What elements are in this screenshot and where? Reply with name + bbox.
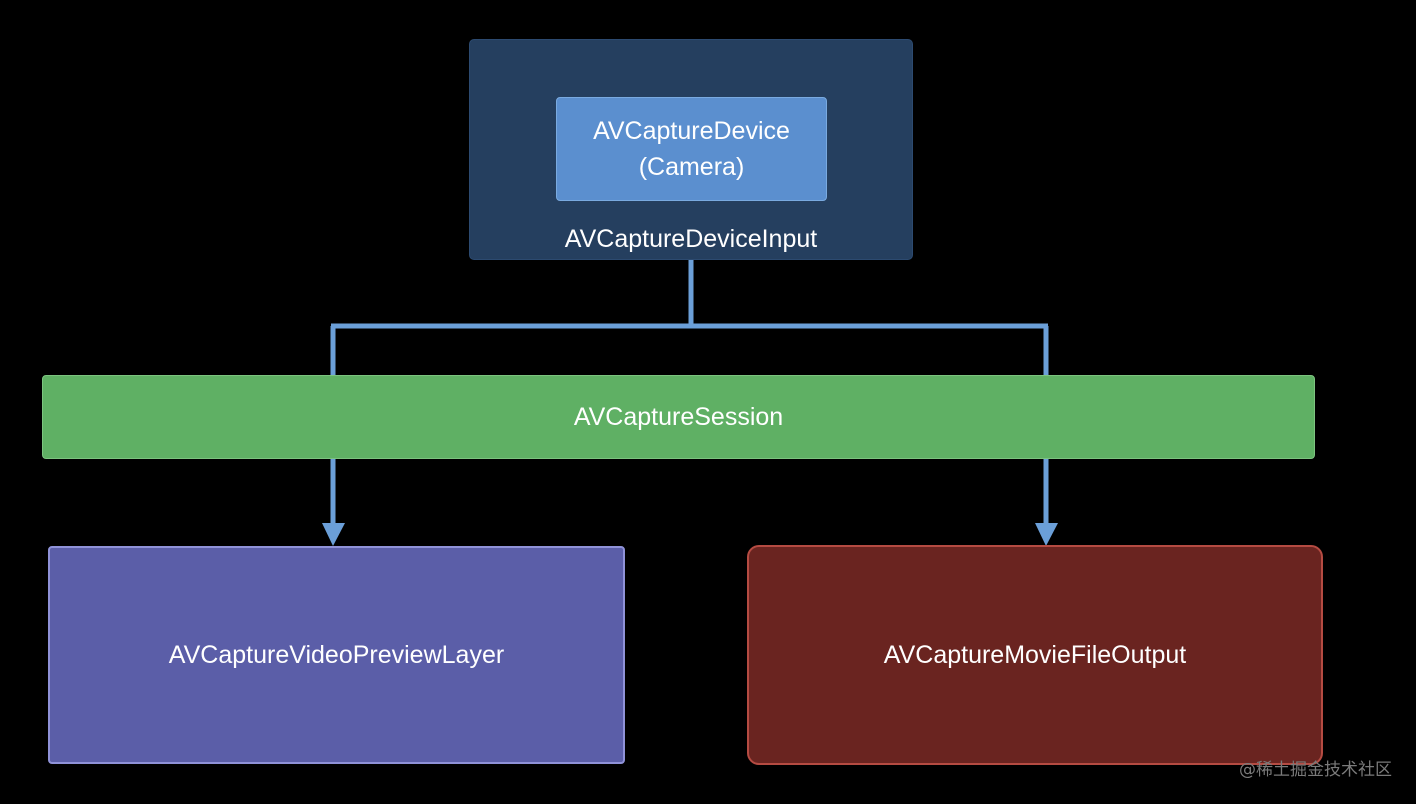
- capture-device-box: AVCaptureDevice (Camera): [556, 97, 827, 201]
- device-input-label: AVCaptureDeviceInput: [564, 225, 818, 253]
- movie-file-output-label: AVCaptureMovieFileOutput: [883, 640, 1187, 669]
- preview-arrowhead: [322, 523, 345, 546]
- movie-file-output-box: AVCaptureMovieFileOutput: [747, 545, 1323, 765]
- capture-device-label: AVCaptureDevice: [593, 117, 790, 145]
- watermark: @稀土掘金技术社区: [1239, 760, 1392, 780]
- video-preview-layer-box: AVCaptureVideoPreviewLayer: [48, 546, 625, 764]
- video-preview-layer-label: AVCaptureVideoPreviewLayer: [168, 640, 505, 669]
- capture-device-sublabel: (Camera): [638, 153, 745, 181]
- movie-arrowhead: [1035, 523, 1058, 546]
- capture-session-label: AVCaptureSession: [573, 402, 784, 431]
- capture-session-box: AVCaptureSession: [42, 375, 1315, 459]
